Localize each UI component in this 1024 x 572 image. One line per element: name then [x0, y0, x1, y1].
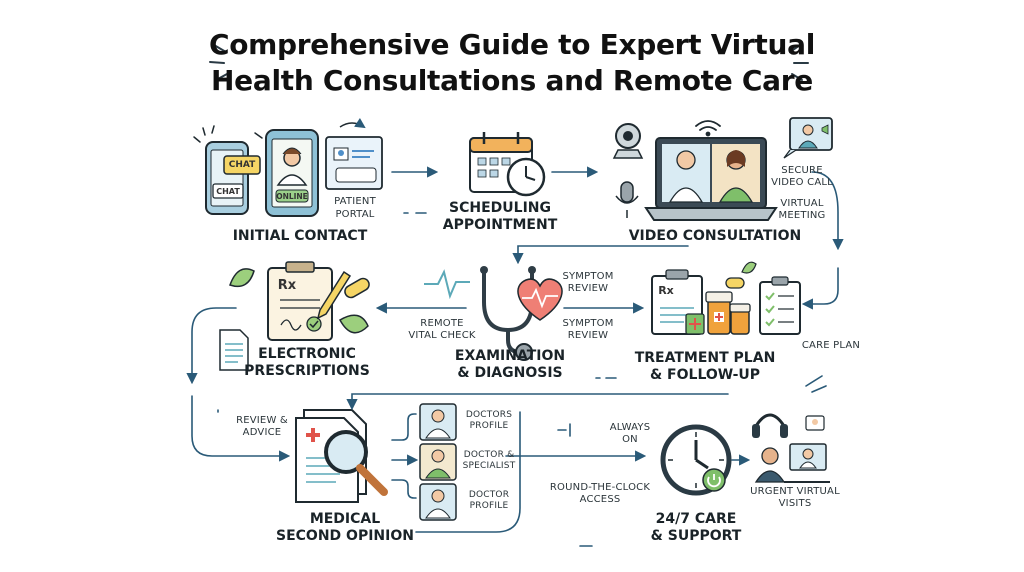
video-call-screen-icon — [783, 117, 833, 159]
symptom-review-a-2: REVIEW — [567, 283, 609, 294]
node-video-consultation: VIDEO CONSULTATION — [628, 228, 802, 244]
doctor-profile-1: DOCTOR — [468, 490, 510, 500]
headset-icon — [752, 413, 788, 438]
doctor-profile-2: PROFILE — [469, 501, 509, 511]
node-second-opinion-line-1: MEDICAL — [309, 511, 381, 527]
urgent-visits-1: URGENT VIRTUAL — [750, 486, 840, 497]
page-title-line-1: Comprehensive Guide to Expert Virtual — [208, 28, 816, 61]
round-the-clock-1: ROUND-THE-CLOCK — [549, 482, 651, 493]
care-plan-checklist-icon — [759, 276, 801, 335]
urgent-visit-scene-icon — [754, 415, 830, 483]
title-decoration-right — [789, 44, 809, 81]
chat-bubble-small-label: CHAT — [216, 187, 240, 196]
always-on-2: ON — [622, 434, 638, 445]
node-electronic-line-2: PRESCRIPTIONS — [244, 363, 370, 379]
patient-portal-label-2: PORTAL — [335, 209, 375, 220]
pen-icon — [316, 270, 352, 320]
prescription-clipboard-icon — [267, 261, 333, 341]
remote-vital-check-1: REMOTE — [420, 318, 464, 329]
node-initial-contact: INITIAL CONTACT — [232, 228, 368, 244]
heartbeat-line-icon — [424, 269, 470, 300]
doctor-profile-card-2 — [419, 443, 457, 481]
node-care-support-line-2: & SUPPORT — [650, 528, 742, 544]
doctor-profile-card-1 — [419, 403, 457, 441]
sparkle-decoration — [193, 125, 263, 143]
pill-icon — [344, 277, 370, 299]
page-title-line-2: Health Consultations and Remote Care — [211, 64, 813, 97]
wifi-icon — [695, 120, 721, 137]
node-treatment-line-1: TREATMENT PLAN — [634, 350, 776, 366]
node-scheduling-line-1: SCHEDULING — [449, 200, 551, 216]
doctors-profile-1: DOCTORS — [465, 410, 513, 420]
document-icon — [219, 329, 249, 371]
webcam-icon — [612, 123, 644, 159]
magnifying-glass-icon — [324, 430, 388, 496]
clock-icon — [506, 157, 546, 197]
symptom-review-a-1: SYMPTOM — [562, 271, 614, 282]
online-badge: ONLINE — [276, 192, 308, 201]
flow-connectors — [186, 166, 844, 533]
support-clock-icon — [660, 424, 732, 496]
node-second-opinion-line-2: SECOND OPINION — [276, 528, 414, 544]
review-advice-1: REVIEW & — [236, 415, 288, 426]
round-the-clock-2: ACCESS — [579, 494, 621, 505]
virtual-meeting-label-2: MEETING — [778, 210, 826, 221]
symptom-review-b-1: SYMPTOM — [562, 318, 614, 329]
leaf-small-decoration — [741, 261, 757, 274]
remote-vital-check-2: VITAL CHECK — [408, 330, 476, 341]
symptom-review-b-2: REVIEW — [567, 330, 609, 341]
laptop-video-call-icon — [644, 137, 778, 221]
phones-icon — [205, 129, 319, 217]
leaves-decoration-icon — [229, 268, 369, 334]
node-examination-line-2: & DIAGNOSIS — [457, 365, 563, 381]
rx-symbol-treatment: Rx — [658, 284, 674, 297]
node-electronic-line-1: ELECTRONIC — [258, 346, 356, 362]
secure-video-label-2: VIDEO CALL — [771, 177, 833, 188]
node-scheduling-line-2: APPOINTMENT — [442, 217, 558, 233]
urgent-visits-2: VISITS — [778, 498, 812, 509]
node-care-support-line-1: 24/7 CARE — [655, 511, 737, 527]
rx-symbol: Rx — [277, 278, 297, 293]
node-treatment-line-2: & FOLLOW-UP — [649, 367, 761, 383]
medicine-bottles-icon — [685, 277, 751, 335]
node-examination-line-1: EXAMINATION — [454, 348, 566, 364]
patient-portal-label-1: PATIENT — [334, 196, 376, 207]
chat-bubble-small-icon — [212, 183, 244, 199]
chat-bubble-big-label: CHAT — [228, 160, 256, 170]
always-on-1: ALWAYS — [609, 422, 651, 433]
title-decoration-left — [209, 44, 228, 81]
review-advice-2: ADVICE — [242, 427, 282, 438]
portal-window-icon — [325, 117, 383, 190]
flow-dashes — [217, 212, 827, 547]
microphone-icon — [615, 181, 639, 218]
secure-video-label-1: SECURE — [781, 165, 823, 176]
care-plan-label: CARE PLAN — [801, 340, 861, 351]
chat-bubble-big-icon — [223, 155, 261, 175]
virtual-meeting-label-1: VIRTUAL — [780, 198, 824, 209]
doctors-profile-2: PROFILE — [469, 421, 509, 431]
doctor-specialist-2: SPECIALIST — [462, 461, 516, 471]
doctor-specialist-1: DOCTOR & — [463, 450, 515, 460]
doctor-profile-card-3 — [419, 483, 457, 521]
heart-icon — [517, 278, 563, 321]
